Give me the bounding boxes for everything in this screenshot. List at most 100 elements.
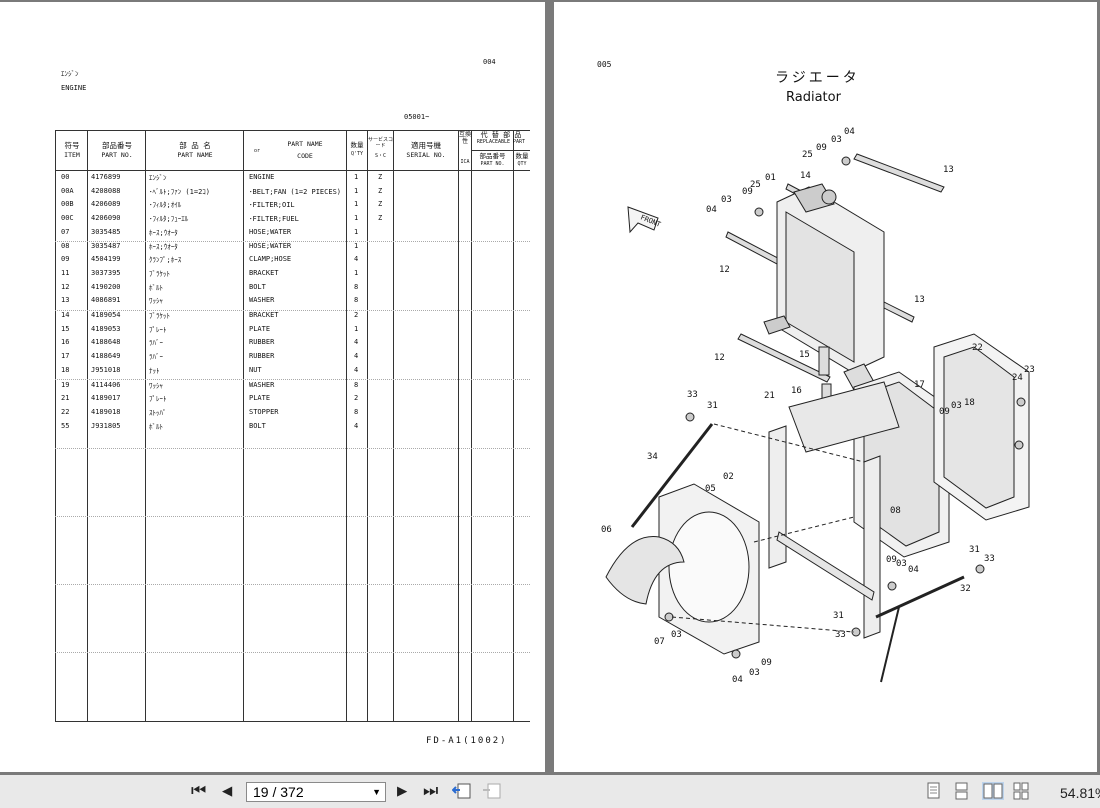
cell-part: J931805: [91, 421, 121, 430]
cell-part: 4176899: [91, 173, 121, 181]
cell-qty: 1: [354, 173, 359, 181]
cell-item: 14: [61, 311, 70, 319]
part-callout: 15: [799, 350, 810, 360]
serial-range: 05001~: [404, 113, 430, 121]
cell-item: 12: [61, 282, 70, 291]
part-callout: 34: [647, 452, 658, 462]
two-page-continuous-icon[interactable]: [1013, 782, 1029, 800]
parts-table: 符号 ITEM 部品番号 PART NO. 部 品 名 PART NAME or…: [55, 130, 530, 722]
cell-part: 4189053: [91, 324, 121, 333]
part-callout: 02: [723, 472, 734, 482]
cell-part: 4504199: [91, 255, 121, 264]
part-callout: 31: [707, 401, 718, 411]
cell-en: HOSE;WATER: [249, 241, 292, 250]
part-callout: 04: [706, 205, 717, 215]
part-callout: 04: [844, 127, 855, 137]
cell-part: J951018: [91, 365, 121, 374]
go-back-icon[interactable]: [452, 782, 472, 800]
part-callout: 04: [908, 565, 919, 575]
cell-jp: ･ﾍﾞﾙﾄ;ﾌｧﾝ (1=2ｺ): [149, 187, 211, 196]
cell-item: 13: [61, 296, 70, 305]
part-callout: 14: [800, 171, 811, 181]
cell-part: 4206090: [91, 214, 121, 223]
part-callout: 09: [939, 407, 950, 417]
cell-jp: ﾎｰｽ;ｳｵｰﾀ: [149, 242, 178, 251]
two-page-view-icon[interactable]: [982, 782, 1004, 800]
part-callout: 12: [719, 265, 730, 275]
part-callout: 05: [705, 484, 716, 494]
cell-en: RUBBER: [249, 338, 275, 347]
cell-en: HOSE;WATER: [249, 227, 292, 236]
part-callout: 17: [914, 380, 925, 390]
cell-en: BOLT: [249, 282, 266, 291]
cell-item: 18: [61, 365, 70, 374]
cell-qty: 1: [354, 200, 359, 209]
continuous-view-icon[interactable]: [954, 782, 970, 800]
cell-part: 4188649: [91, 352, 121, 361]
cell-item: 07: [61, 227, 70, 236]
header-item: ITEM: [64, 151, 80, 159]
cell-part: 4190200: [91, 282, 121, 291]
cell-part: 3037395: [91, 268, 121, 277]
cell-jp: ｽﾄｯﾊﾟ: [149, 408, 167, 417]
cell-item: 55: [61, 421, 70, 430]
go-forward-icon[interactable]: [482, 782, 502, 800]
cell-sc: Z: [378, 186, 383, 195]
cell-jp: ﾅｯﾄ: [149, 366, 160, 375]
cell-qty: 4: [354, 352, 359, 361]
cell-jp: ﾎﾞﾙﾄ: [149, 422, 163, 431]
header-rpn-jp: 部品番号: [479, 152, 506, 160]
part-callout: 23: [1024, 365, 1035, 375]
viewer-toolbar: ⏮ ◀ 19 / 372 ▼ ▶ ⏭ 54.81%: [0, 775, 1100, 808]
cell-item: 16: [61, 338, 70, 347]
header-serial-jp: 適用号機: [411, 141, 441, 150]
previous-page-button[interactable]: ◀: [222, 781, 233, 801]
cell-en: ･BELT;FAN (1=2 PIECES): [249, 187, 342, 196]
cell-jp: ｴﾝｼﾞﾝ: [149, 174, 167, 182]
cell-qty: 4: [354, 365, 359, 374]
cell-qty: 1: [354, 241, 359, 250]
cell-en: BRACKET: [249, 311, 279, 319]
cell-jp: ﾗﾊﾞｰ: [149, 353, 163, 362]
header-qty-jp: 数量: [350, 141, 364, 149]
single-page-view-icon[interactable]: [926, 782, 942, 800]
next-page-button[interactable]: ▶: [397, 781, 408, 801]
footer-code: FD-A1(1002): [426, 736, 508, 746]
part-callout: 09: [816, 143, 827, 153]
cell-part: 4188648: [91, 338, 121, 347]
header-ica: ICA: [460, 159, 470, 165]
cell-en: ･FILTER;OIL: [249, 201, 295, 210]
diagram-title-jp: ラジエータ: [775, 70, 860, 86]
cell-jp: ﾜｯｼｬ: [149, 297, 163, 306]
page-number: 004: [483, 58, 496, 66]
cell-sc: Z: [378, 214, 383, 223]
part-callout: 33: [835, 630, 846, 640]
header-serial: SERIAL NO.: [406, 151, 446, 159]
page-select[interactable]: 19 / 372 ▼: [246, 782, 386, 802]
cell-qty: 8: [354, 296, 359, 305]
part-callout: 32: [960, 584, 971, 594]
chevron-down-icon: ▼: [372, 787, 381, 797]
cell-item: 00A: [61, 186, 74, 195]
header-partno: PART NO.: [101, 151, 133, 159]
page-indicator: 19 / 372: [253, 784, 304, 800]
first-page-button[interactable]: ⏮: [191, 781, 207, 801]
part-callout: 03: [671, 630, 682, 640]
part-callout: 33: [687, 390, 698, 400]
cell-item: 17: [61, 352, 70, 361]
zoom-level[interactable]: 54.81%: [1060, 785, 1100, 801]
part-callout: 18: [964, 398, 975, 408]
part-callout: 24: [1012, 373, 1023, 383]
cell-jp: ﾌﾞﾗｹｯﾄ: [149, 269, 170, 278]
cell-item: 00C: [61, 214, 74, 223]
cell-item: 00: [61, 173, 70, 181]
cell-qty: 4: [354, 338, 359, 347]
part-callout: 31: [833, 611, 844, 621]
last-page-button[interactable]: ⏭: [423, 781, 439, 801]
part-callout: 03: [721, 195, 732, 205]
header-repl-jp: 代 替 部 品: [480, 131, 522, 139]
